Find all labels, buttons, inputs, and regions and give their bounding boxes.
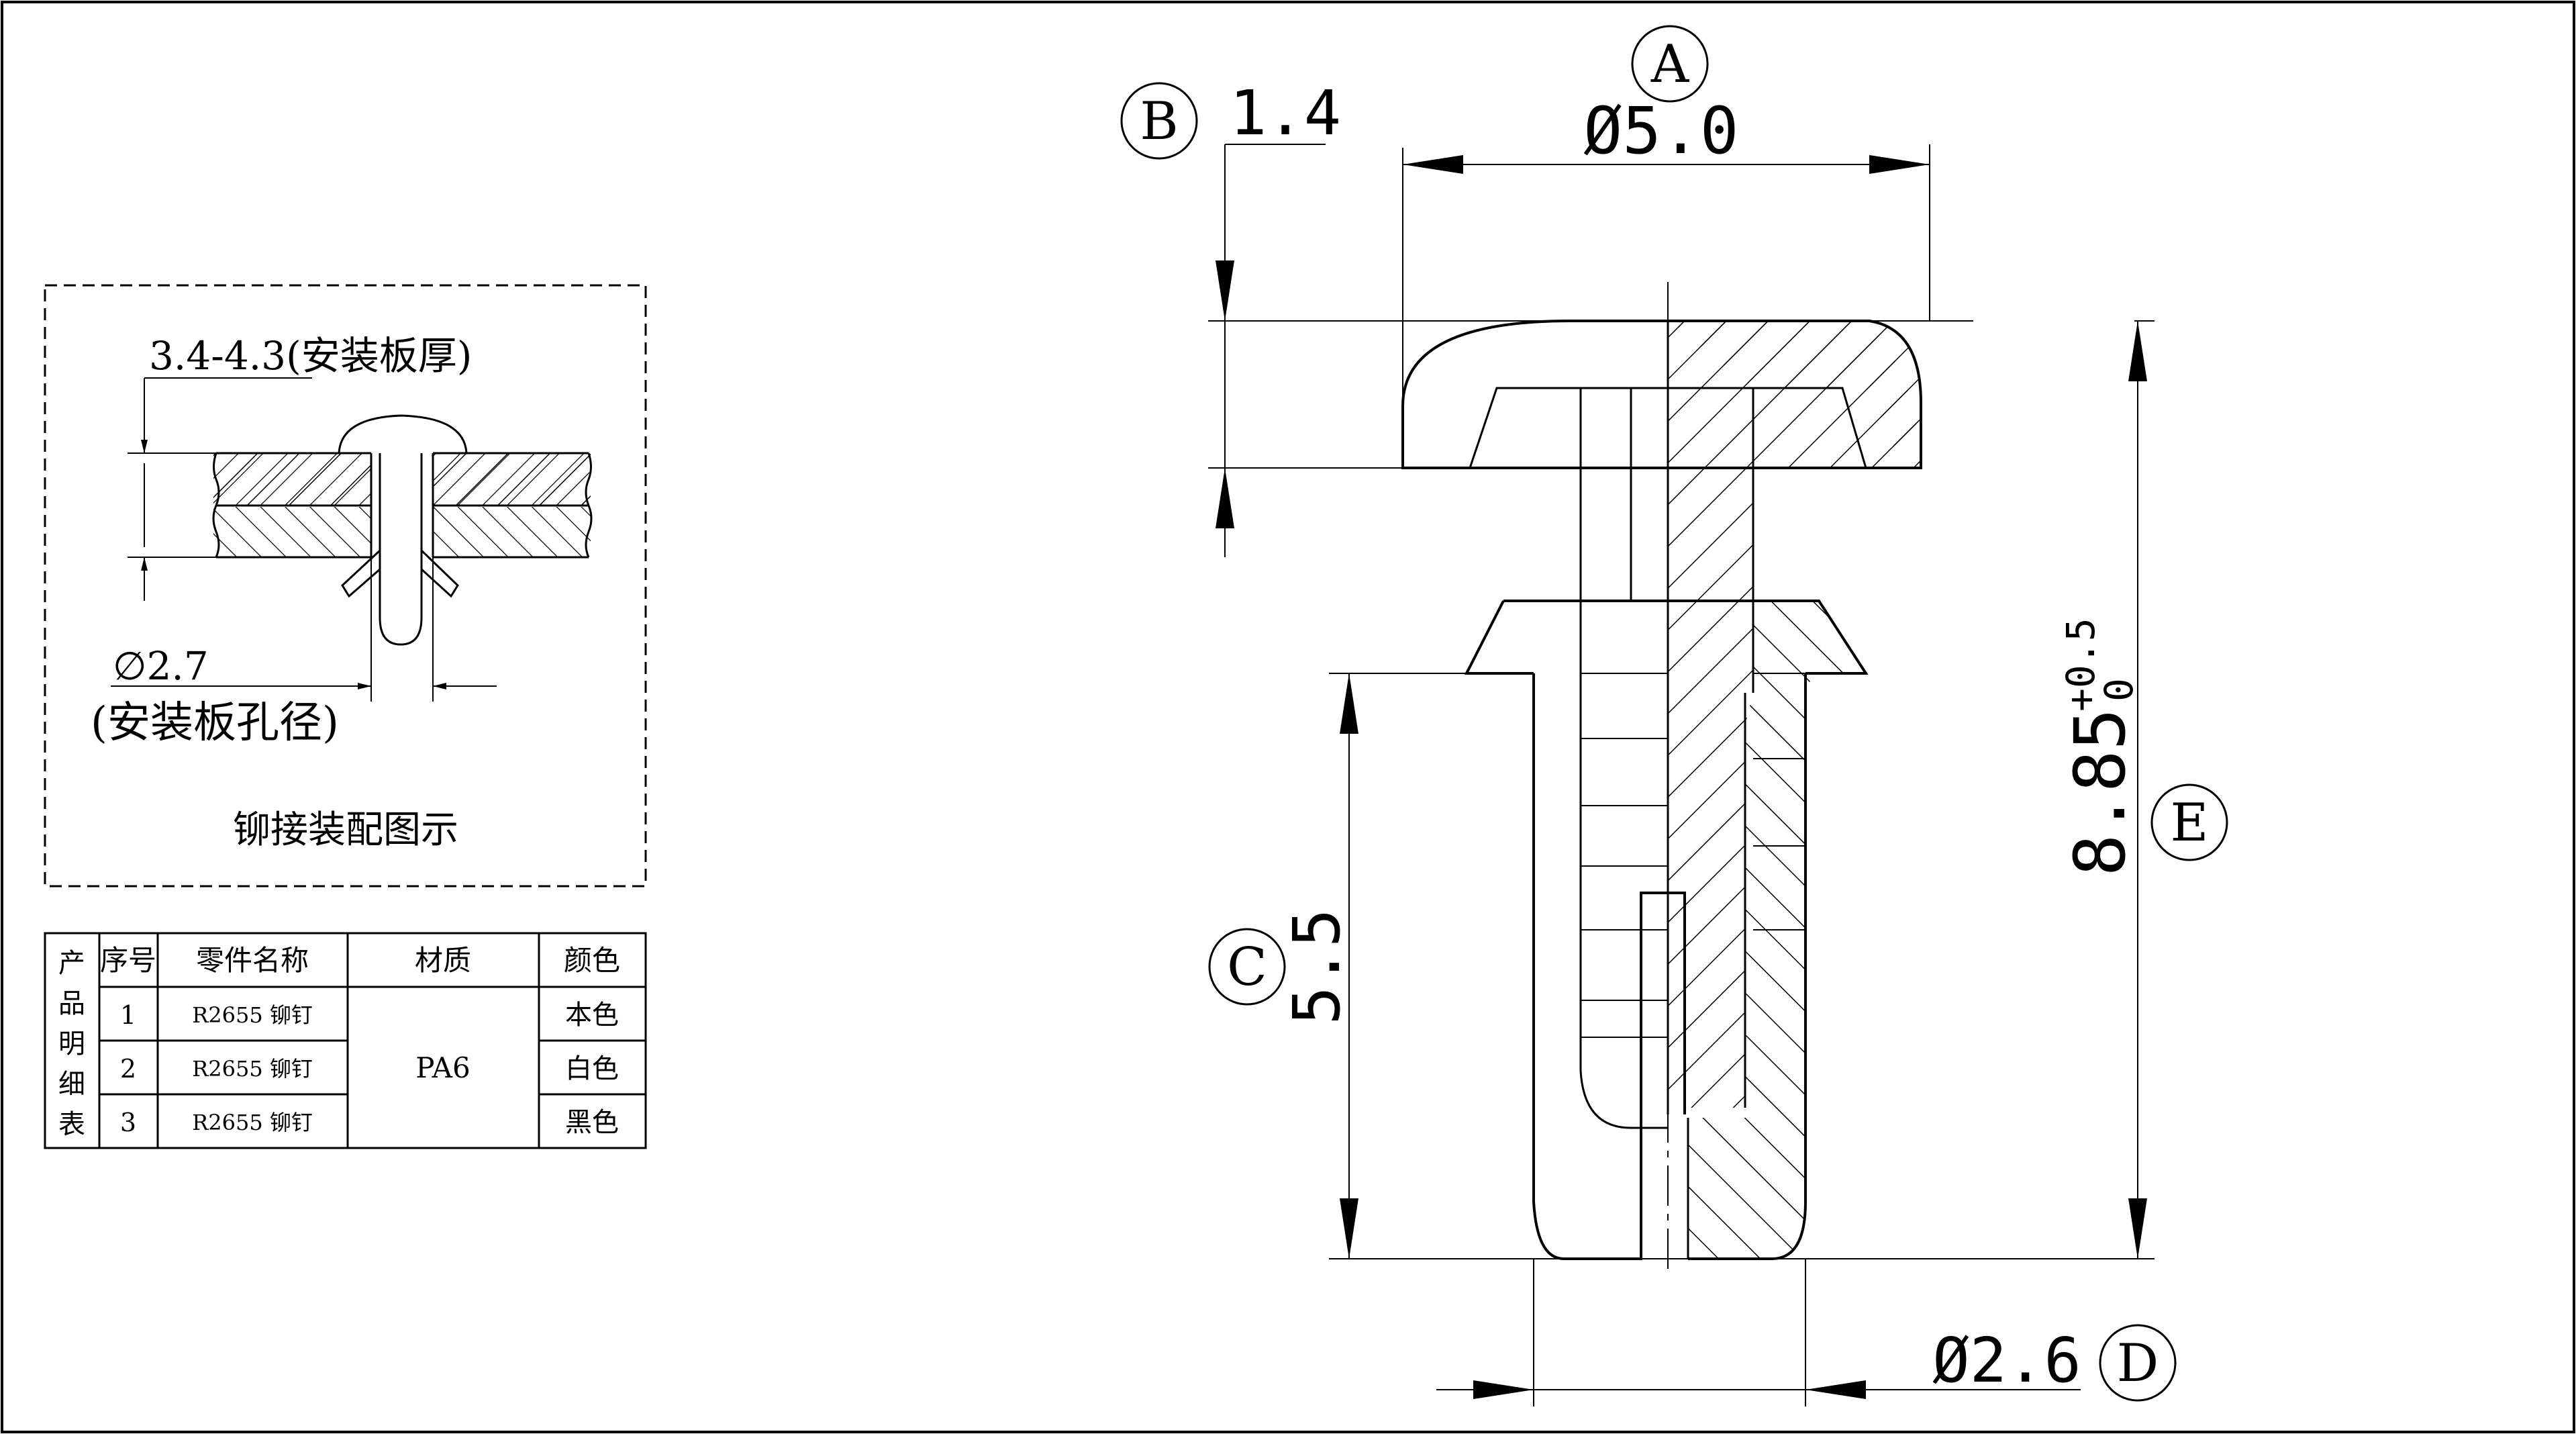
hole-diameter-caption: (安装板孔径) — [91, 698, 339, 748]
dim-total-length: 8.85 — [2059, 708, 2141, 876]
dim-head-diameter: Ø5.0 — [1583, 93, 1738, 169]
table-material: PA6 — [415, 1051, 470, 1084]
parts-table: 产 品 明 细 表 序号 零件名称 材质 颜色 1 R2655 铆钉 本色 2 … — [44, 932, 647, 1149]
table-header-material: 材质 — [415, 944, 471, 977]
table-row-2-no: 2 — [120, 1054, 136, 1084]
dim-total-length-tol-lower: 0 — [2096, 678, 2142, 702]
callout-d-circle — [2099, 1324, 2177, 1402]
dim-total-length-tol-upper: +0.5 — [2058, 618, 2103, 712]
rivet-section-view: Ø5.0 A 1.4 B 5.5 C Ø2.6 D 8.85 — [1120, 25, 2228, 1406]
table-row-3-color: 黑色 — [565, 1107, 619, 1138]
assembly-caption: 铆接装配图示 — [233, 808, 458, 852]
table-row-1-name: R2655 铆钉 — [192, 1002, 313, 1028]
table-row-1-no: 1 — [120, 1000, 136, 1030]
hole-diameter-label: ∅2.7 — [113, 643, 209, 689]
callout-b-circle — [1120, 82, 1198, 160]
callout-e-circle — [2150, 783, 2228, 861]
table-side-title-0: 产 — [58, 948, 85, 979]
callout-a: A — [1650, 34, 1690, 95]
callout-c-circle — [1208, 928, 1286, 1006]
dim-shank-diameter: Ø2.6 — [1932, 1325, 2081, 1396]
callout-a-circle — [1631, 25, 1709, 103]
table-row-3-name: R2655 铆钉 — [192, 1110, 313, 1135]
dim-leg-length: 5.5 — [1279, 908, 1354, 1024]
table-side-title-3: 细 — [58, 1069, 85, 1100]
table-header-name: 零件名称 — [196, 944, 309, 977]
table-row-3-no: 3 — [120, 1108, 136, 1137]
callout-b: B — [1140, 91, 1178, 152]
dim-head-height: 1.4 — [1230, 77, 1341, 149]
callout-c: C — [1227, 937, 1267, 998]
table-side-title-2: 明 — [58, 1029, 85, 1059]
assembly-detail: 3.4-4.3(安装板厚) ∅2.7 (安装板孔径) 铆接装配图示 — [44, 284, 647, 888]
callout-d: D — [2117, 1333, 2159, 1394]
table-header-no: 序号 — [100, 944, 156, 977]
plate-thickness-label: 3.4-4.3(安装板厚) — [149, 333, 472, 379]
table-header-color: 颜色 — [564, 944, 620, 977]
callout-e: E — [2171, 793, 2209, 853]
table-row-2-name: R2655 铆钉 — [192, 1056, 313, 1082]
table-side-title-1: 品 — [58, 988, 85, 1019]
table-row-2-color: 白色 — [565, 1053, 619, 1084]
table-side-title-4: 表 — [58, 1109, 85, 1140]
table-row-1-color: 本色 — [565, 1000, 619, 1031]
